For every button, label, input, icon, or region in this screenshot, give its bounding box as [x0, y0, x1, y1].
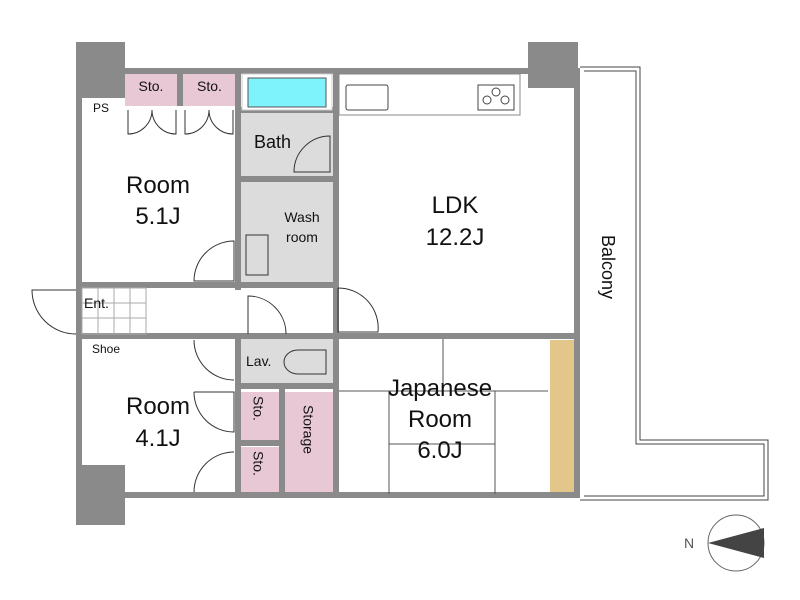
- compass-north-label: N: [684, 535, 695, 551]
- kitchen-sink: [345, 84, 389, 111]
- label-room1-name: Room: [125, 172, 191, 199]
- pillar: [528, 42, 578, 88]
- label-room2-name: Room: [125, 393, 191, 420]
- pillar: [76, 42, 125, 98]
- storage-closet: [285, 392, 333, 494]
- label-storage: Storage: [300, 405, 317, 455]
- label-sto-small-upper: Sto.: [250, 396, 267, 421]
- label-japanese-room: Room: [407, 406, 473, 433]
- label-lav: Lav.: [246, 353, 272, 369]
- label-wash-2: room: [286, 229, 318, 245]
- tokonoma: [550, 340, 575, 494]
- storage-small-upper: [240, 392, 280, 440]
- label-japanese-name: Japanese: [387, 375, 493, 402]
- balcony-outline: [580, 66, 769, 501]
- label-sto-small-lower: Sto.: [250, 451, 267, 476]
- label-sto-top-right: Sto.: [197, 78, 222, 94]
- label-balcony: Balcony: [597, 235, 618, 300]
- bathtub: [247, 77, 327, 108]
- toilet: [283, 349, 327, 375]
- label-ps: PS: [92, 101, 109, 115]
- label-ldk-name: LDK: [431, 192, 479, 219]
- lavatory-area: [240, 339, 333, 384]
- label-room1-size: 5.1J: [135, 203, 181, 230]
- label-entrance: Ent.: [84, 295, 109, 311]
- wash-room-area: [240, 182, 333, 282]
- storage-small-lower: [240, 447, 280, 494]
- label-room2-size: 4.1J: [135, 425, 181, 452]
- label-bath: Bath: [254, 132, 292, 152]
- bath-area: [240, 112, 333, 176]
- compass-arrow-icon: [708, 528, 764, 558]
- wash-basin: [245, 234, 269, 276]
- label-shoe: Shoe: [91, 342, 121, 356]
- storage-top-left: [125, 72, 177, 106]
- label-sto-top-left: Sto.: [138, 78, 164, 94]
- label-wash-1: Wash: [284, 209, 320, 225]
- label-ldk-size: 12.2J: [425, 224, 485, 251]
- pillar: [76, 465, 125, 525]
- label-japanese-size: 6.0J: [417, 437, 463, 464]
- storage-top-right: [183, 72, 236, 106]
